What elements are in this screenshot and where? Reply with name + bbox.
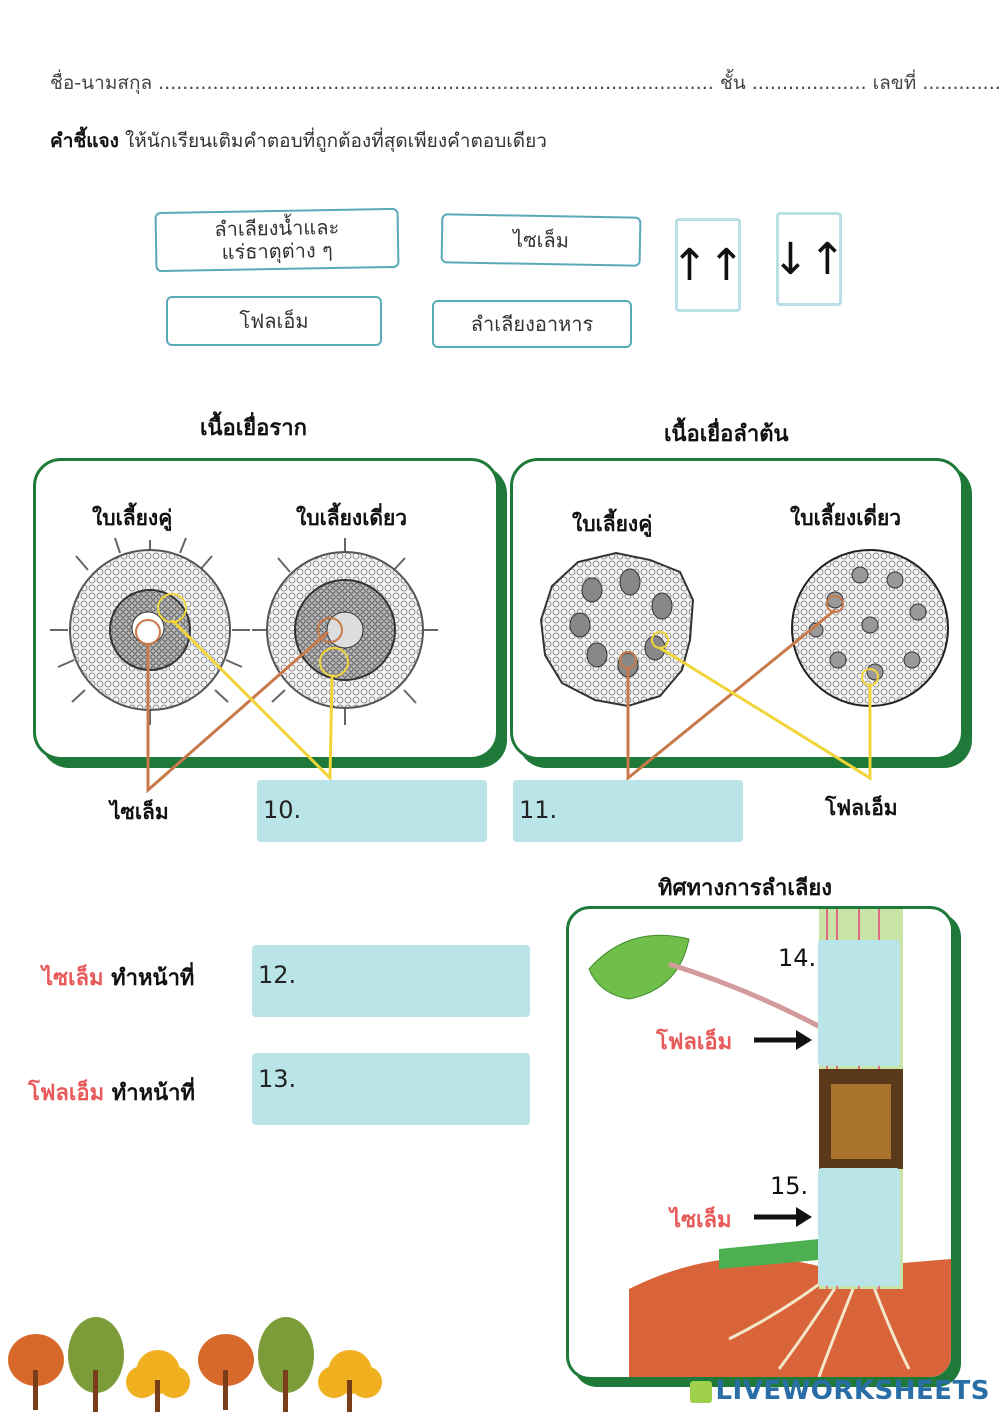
- word-card-phloem[interactable]: โฟลเอ็ม: [166, 296, 382, 346]
- instructions-heading: คำชี้แจง: [50, 130, 119, 152]
- phloem-arrow-icon: [754, 1030, 812, 1050]
- word-card-food-transport[interactable]: ลำเลียงอาหาร: [432, 300, 632, 348]
- watermark-text: LIVEWORKSHEETS: [715, 1376, 990, 1406]
- xylem-name: ไซเล็ม: [670, 1208, 732, 1233]
- stem-dicot-drawing: [539, 551, 695, 708]
- question-number: 10.: [263, 796, 302, 824]
- liveworksheets-icon: [690, 1380, 713, 1403]
- student-info-line: ชื่อ-นามสกุล ...........................…: [50, 68, 1000, 98]
- phloem-function-label: โฟลเอ็ม ทำหน้าที่: [28, 1075, 195, 1110]
- phloem-name: โฟลเอ็ม: [656, 1030, 733, 1055]
- question-number: 11.: [519, 796, 558, 824]
- name-label: ชื่อ-นามสกุล: [50, 72, 153, 94]
- up-up-arrows-icon: ↑↑: [671, 239, 745, 291]
- instructions: คำชี้แจง ให้นักเรียนเติมคำตอบที่ถูกต้องท…: [50, 126, 547, 156]
- question-number: 13.: [258, 1065, 297, 1093]
- tree-icon: [68, 1317, 124, 1412]
- arrow-card-up-up[interactable]: ↑↑: [671, 218, 745, 312]
- tree-icon: [8, 1334, 64, 1410]
- question-number: 12.: [258, 961, 297, 989]
- phloem-name: โฟลเอ็ม: [28, 1081, 105, 1106]
- root-dicot-drawing: [50, 537, 250, 725]
- tree-icon: [318, 1350, 382, 1412]
- answer-box-14[interactable]: [818, 940, 900, 1066]
- cross-section-diagram: [50, 537, 949, 794]
- transport-title: ทิศทางการลำเลียง: [658, 876, 833, 901]
- root-dicot-label: ใบเลี้ยงคู่: [92, 506, 173, 530]
- class-label: ชั้น: [719, 72, 746, 94]
- word-card-text: โฟลเอ็ม: [239, 308, 309, 333]
- function-text: ทำหน้าที่: [111, 1081, 196, 1106]
- phloem-label: โฟลเอ็ม: [825, 796, 898, 820]
- root-monocot-label: ใบเลี้ยงเดี่ยว: [296, 506, 408, 530]
- xylem-arrow-icon: [754, 1207, 812, 1227]
- xylem-name: ไซเล็ม: [42, 966, 104, 991]
- connector-lines: [146, 608, 872, 794]
- stem-monocot-drawing: [791, 549, 949, 707]
- number-label: เลขที่: [872, 72, 917, 94]
- stem-section-title: เนื้อเยื่อลำต้น: [664, 422, 789, 447]
- tree-icon: [258, 1317, 314, 1412]
- number-field[interactable]: ..................: [922, 72, 1000, 94]
- xylem-function-label: ไซเล็ม ทำหน้าที่: [42, 960, 194, 995]
- instructions-text: ให้นักเรียนเติมคำตอบที่ถูกต้องที่สุดเพีย…: [124, 130, 547, 152]
- root-monocot-drawing: [252, 538, 438, 725]
- transport-xylem-label: ไซเล็ม: [670, 1202, 732, 1237]
- question-14-number: 14.: [778, 944, 817, 972]
- tree-icon: [198, 1334, 254, 1410]
- xylem-label: ไซเล็ม: [110, 800, 169, 824]
- word-card-text: ลำเลียงอาหาร: [470, 311, 594, 336]
- answer-box-15[interactable]: [818, 1168, 900, 1286]
- root-section-title: เนื้อเยื่อราก: [200, 416, 307, 441]
- function-text: ทำหน้าที่: [111, 966, 195, 991]
- transport-phloem-label: โฟลเอ็ม: [656, 1024, 732, 1059]
- name-field[interactable]: ........................................…: [158, 72, 714, 94]
- stem-monocot-label: ใบเลี้ยงเดี่ยว: [790, 506, 902, 530]
- liveworksheets-logo: LIVEWORKSHEETS: [690, 1376, 990, 1406]
- answer-box-11[interactable]: 11.: [513, 780, 743, 842]
- answer-box-12[interactable]: 12.: [252, 945, 530, 1017]
- decorative-trees: [8, 1317, 382, 1412]
- stem-dicot-label: ใบเลี้ยงคู่: [572, 512, 653, 536]
- tree-icon: [126, 1350, 190, 1412]
- down-up-arrows-icon: ↓↑: [772, 233, 846, 285]
- question-15-number: 15.: [770, 1172, 809, 1200]
- answer-box-10[interactable]: 10.: [257, 780, 487, 842]
- class-field[interactable]: ...................: [751, 72, 867, 94]
- answer-box-13[interactable]: 13.: [252, 1053, 530, 1125]
- arrow-card-down-up[interactable]: ↓↑: [772, 212, 846, 306]
